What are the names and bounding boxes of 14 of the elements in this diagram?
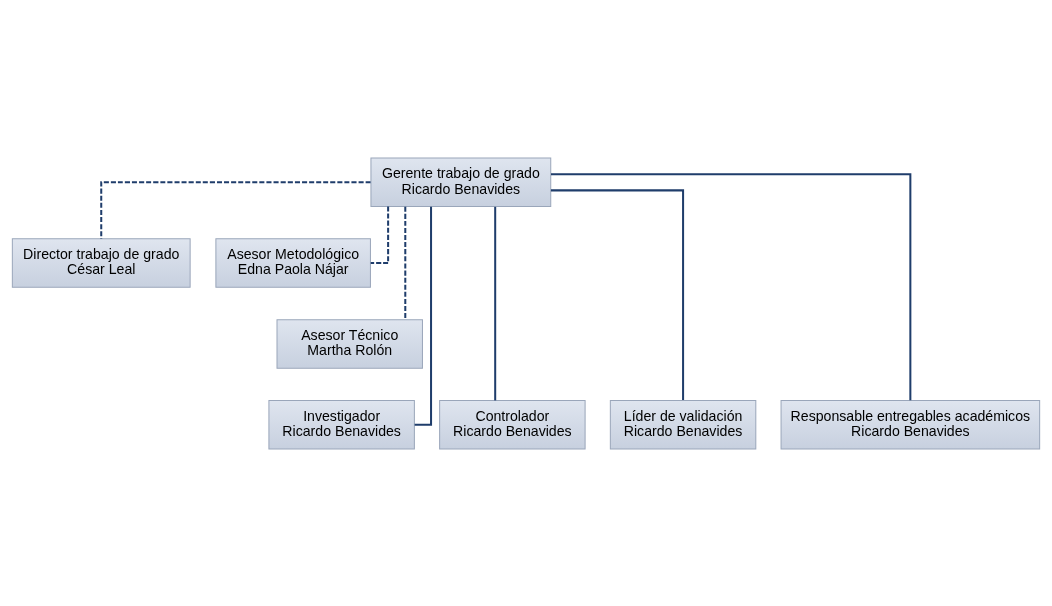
node-box: Responsable entregables académicos Ricardo Benavides — [780, 399, 1041, 449]
node-box: Director trabajo de grado César Leal — [11, 237, 191, 288]
node-box: Asesor Metodológico Edna Paola Nájar — [215, 237, 371, 288]
node-box: Gerente trabajo de grado Ricardo Benavides — [370, 157, 552, 207]
connector — [494, 206, 497, 400]
connector — [370, 206, 390, 264]
node-box: Investigador Ricardo Benavides — [268, 399, 415, 449]
connector — [551, 172, 912, 400]
node-box: Asesor Técnico Martha Rolón — [276, 318, 423, 369]
connector — [550, 188, 685, 400]
connector — [100, 180, 371, 239]
node-box: Controlador Ricardo Benavides — [439, 399, 586, 449]
node-box: Líder de validación Ricardo Benavides — [609, 399, 757, 449]
connector — [404, 206, 407, 320]
